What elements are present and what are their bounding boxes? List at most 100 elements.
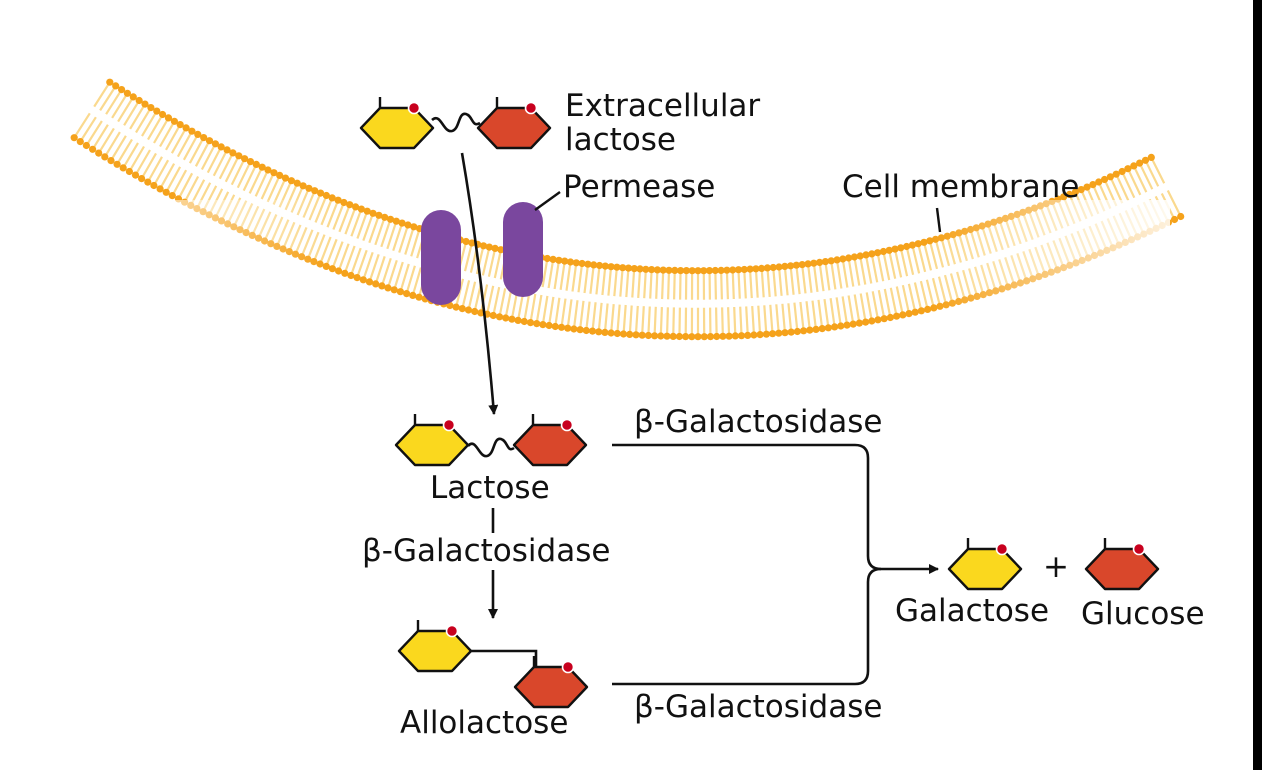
lipid-head [1118,167,1126,176]
label-extracellular-line1: Extracellular [565,88,760,124]
lipid-head [258,163,266,171]
hydrolysis-line-allolactose [612,567,882,686]
lipid-head [246,158,255,166]
lipid-head [322,191,330,200]
lipid-head [113,160,121,168]
label-galactose: Galactose [895,593,1049,629]
lipid-head [200,134,208,142]
lipid-head [129,93,137,101]
lipid-head [82,141,90,150]
label-glucose: Glucose [1081,596,1205,632]
lipid-head [1089,181,1097,189]
lipid-head [147,104,155,112]
lipid-head [1065,190,1074,198]
lipid-head [229,149,237,157]
lipid-head [1147,153,1155,161]
galactose-hexagon-icon [397,620,473,673]
lipid-head [217,143,225,151]
lipid-head [211,140,219,148]
lipid-head [76,138,84,146]
lipid-head [159,110,167,119]
lipid-head [1170,215,1179,224]
lipid-head [305,184,313,192]
lipid-head [1095,178,1103,186]
lipid-head [188,127,196,135]
lipid-head [150,181,158,190]
label-enzyme-middle: β-Galactosidase [362,533,610,569]
lipid-head [281,174,290,182]
lipid-head [293,179,301,187]
label-enzyme-bottom: β-Galactosidase [634,689,882,725]
glycosidic-bond-lactose [467,437,515,458]
lipid-head [299,182,307,190]
lipid-head [1177,212,1185,221]
lipid-head [141,100,149,108]
glucose-hexagon-icon [1084,538,1160,591]
label-lactose: Lactose [430,470,550,506]
lipid-head [182,124,190,132]
lipid-head [125,167,133,176]
hydrolysis-line-lactose [612,443,882,571]
lipid-head [106,78,114,86]
lipid-head [168,192,176,200]
membrane-fade-overlay [90,200,1170,380]
lipid-head [276,171,284,179]
glucose-hexagon-icon [512,414,588,467]
lipid-head [95,149,103,157]
lipid-head [1136,159,1144,167]
lipid-head [144,178,152,186]
lipid-head [252,160,260,168]
lipid-head [135,96,143,105]
lipid-head [235,152,243,160]
lipid-head [107,157,115,165]
lipid-head [119,164,127,172]
lipid-head [1071,188,1079,196]
lipid-head [1106,173,1114,181]
galactose-hexagon-icon [394,414,470,467]
lipid-head [1083,183,1091,191]
right-frame-border [1253,0,1262,770]
glucose-hexagon-icon [513,656,589,709]
permease-channel [421,202,543,305]
lipid-head [241,155,249,163]
label-cell-membrane: Cell membrane [842,169,1079,205]
lipid-head [223,146,231,154]
glucose-hexagon-icon [476,97,552,150]
lipid-head [264,166,272,174]
lipid-head [164,114,173,122]
lipid-head [1100,175,1109,184]
lipid-head [317,189,325,197]
lipid-head [205,137,214,145]
cell-membrane-leader-line [935,207,942,233]
lipid-head [194,130,202,138]
lipid-head [89,145,97,153]
lipid-head [162,188,170,196]
lipid-head [287,177,295,185]
lipid-head [1112,170,1120,178]
lipid-head [1060,193,1068,201]
galactose-hexagon-icon [947,538,1023,591]
glycosidic-bond-extracellular [431,112,481,133]
label-enzyme-top: β-Galactosidase [634,404,882,440]
lipid-head [311,187,319,195]
lipid-head [156,185,164,193]
transport-arrow [460,152,499,415]
lipid-head [1130,162,1138,170]
permease-leader-line [534,191,561,211]
lipid-head [170,117,178,125]
label-plus: + [1043,549,1069,585]
sugar-icons [359,97,1160,709]
lipid-head [138,175,146,183]
glycosidic-bond-allolactose [471,649,538,667]
lipid-head [101,153,109,161]
label-allolactose: Allolactose [400,705,568,741]
lipid-head [1141,156,1150,164]
lipid-head [153,107,161,115]
lipid-head [1077,186,1085,194]
lipid-head [176,121,184,129]
lipid-head [70,134,78,142]
lipid-head [118,86,126,94]
label-permease: Permease [563,169,715,205]
